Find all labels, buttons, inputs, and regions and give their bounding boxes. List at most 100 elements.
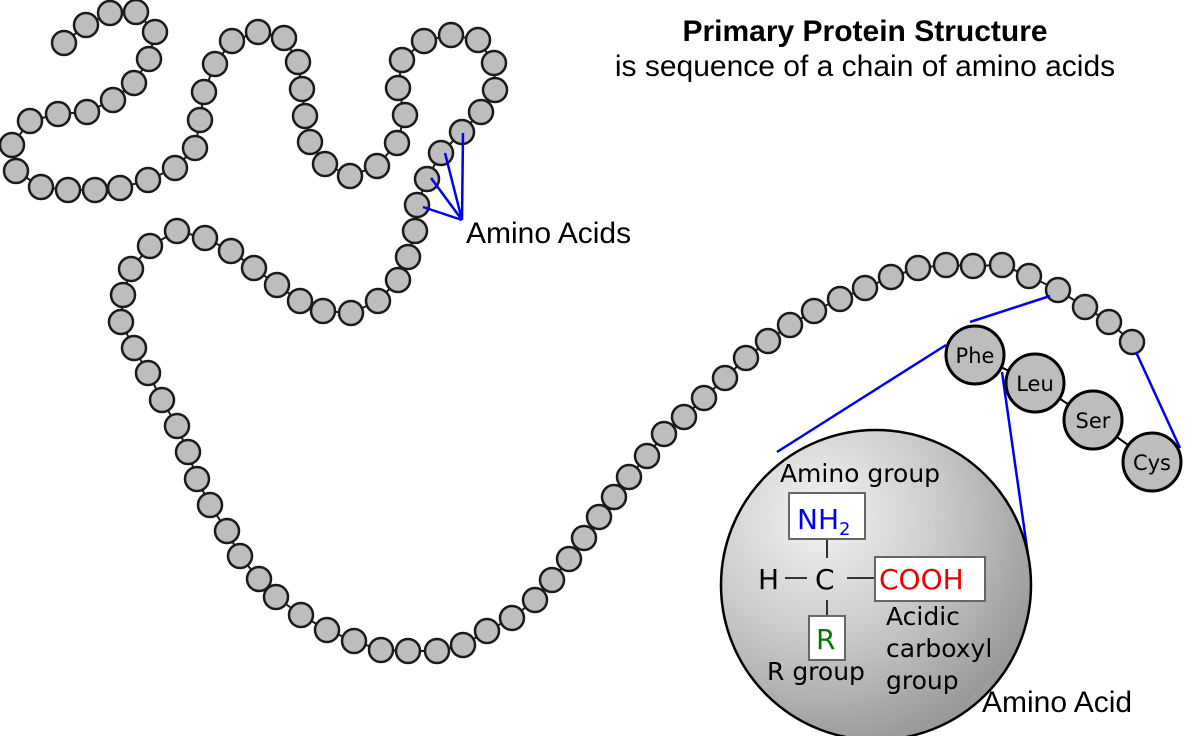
r-group-box [808,615,846,661]
residue-ser [1062,389,1124,451]
amino-acid-bead [480,49,508,77]
amino-acid-bead [0,131,26,159]
amino-acid-bead [650,420,678,448]
amino-acid-bead [135,45,163,73]
cooh-text: COOH [879,563,964,596]
amino-acid-bead [262,583,290,611]
amino-acid-bead [384,266,412,294]
r-text: R [816,623,835,656]
amino-acid-bead [73,98,101,126]
amino-acid-bead [286,287,314,315]
amino-acid-bead [337,299,365,327]
amine-box [788,492,866,540]
amino-acid-bead [117,255,145,283]
amino-acid-bead [309,297,337,325]
amino-acid-bead [826,285,854,313]
amino-acid-bead [244,18,272,46]
amino-acid-bead [134,166,162,194]
title-main: Primary Protein Structure [682,15,1048,48]
amino-acid-bead [263,271,291,299]
amino-acid-bead [186,106,214,134]
amino-acid-bead [163,412,191,440]
amino-acid-bead [633,442,661,470]
amino-group-label: Amino group [780,459,940,488]
amino-acid-bead [148,386,176,414]
amino-acid-bead [136,232,164,260]
amino-acid-bead [284,48,312,76]
amino-acid-bead [394,243,422,271]
amino-acid-bead [615,463,643,491]
amino-acid-bead [313,616,341,644]
amino-acid-bead [288,75,316,103]
amino-acid-bead [473,617,501,645]
amino-acid-bead [877,263,905,291]
amino-acid-bead [2,157,30,185]
amino-acid-bead [423,637,451,665]
amino-acid-bead [959,252,987,280]
amino-acid-bead [437,21,465,49]
amino-acid-bead [403,191,431,219]
diagram-title: Primary Protein Structure is sequence of… [540,14,1190,84]
amino-acid-bead [183,465,211,493]
amino-acid-bead [383,129,411,157]
hydrogen-text: H [758,563,779,596]
amino-acid-bead [555,545,583,573]
amino-acid-bead [287,601,315,629]
amino-acid-bead [401,217,429,245]
residue-label: Cys [1133,451,1171,475]
nh2-text: NH2 [797,503,850,540]
amino-acid-bead [394,637,422,665]
amino-acid-bead [364,287,392,315]
amino-acid-bead [196,491,224,519]
amino-acid-bead [776,311,804,339]
amino-acid-bead [120,334,148,362]
title-subtitle: is sequence of a chain of amino acids [614,50,1116,83]
amino-acid-bead [1044,276,1072,304]
residue-label: Leu [1016,372,1054,396]
amino-acid-bead [161,154,189,182]
amino-acid-bead [498,604,526,632]
amino-acid-bead [732,344,760,372]
alpha-carbon-text: C [815,563,835,596]
amino-acids-label: Amino Acids [466,217,632,250]
amino-acid-bead [570,524,598,552]
amino-acid-bead [711,364,739,392]
amino-acid-bead [427,139,455,167]
amino-acid-bead [96,0,124,27]
acidic-label-2: carboxyl [886,634,992,663]
amino-acid-bead [81,176,109,204]
amino-acid-bead [106,174,134,202]
amino-acid-bead [27,173,55,201]
amino-acid-bead [800,297,828,325]
amino-acid-bead [391,101,419,129]
amino-acid-label: Amino Acid [982,686,1133,719]
residue-leu [1004,352,1066,414]
amino-acid-bead [217,237,245,265]
residue-phe [944,324,1006,386]
amino-acid-bead [201,50,229,78]
amino-acid-bead [670,403,698,431]
amino-acid-bead [72,11,100,39]
amino-acid-bead [109,281,137,309]
amino-acid-bead [851,274,879,302]
amino-acid-bead [367,636,395,664]
amino-acid-bead [384,74,412,102]
zoom-pointer-lines [776,294,1182,556]
amino-acid-bead [16,107,44,135]
amino-acid-bead [54,176,82,204]
amino-acid-bead [336,162,364,190]
residue-label: Phe [956,344,995,368]
amino-acid-bead [134,359,162,387]
amino-acid-bead [464,26,492,54]
amino-acid-bead [122,0,150,26]
amino-acid-bead [191,224,219,252]
amino-acid-bead [904,254,932,282]
amino-acid-bead [174,438,202,466]
amino-acid-bead [120,69,148,97]
amino-acid-bead [107,308,135,336]
amino-acid-bead [44,100,72,128]
carboxyl-box [874,556,986,602]
amino-acid-bead [296,128,324,156]
